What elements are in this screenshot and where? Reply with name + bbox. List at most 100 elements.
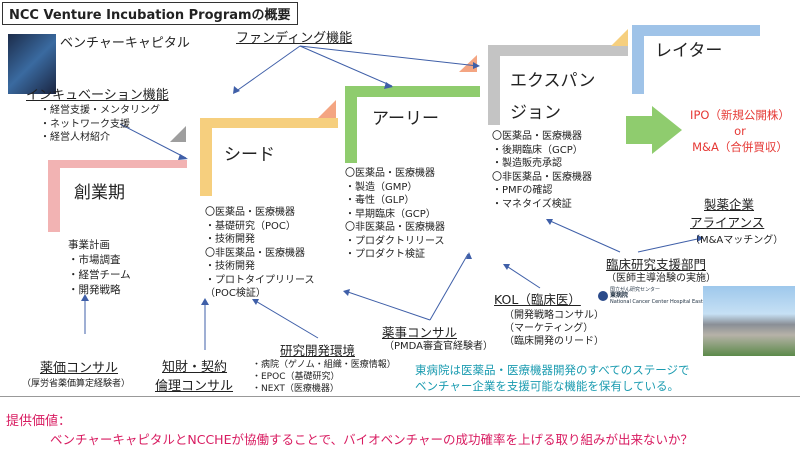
sogyo-step [48,160,187,232]
incubation-item: ・経営人材紹介 [40,132,110,143]
kol-sub: （開発戦略コンサル） [504,310,604,321]
expansion-step [488,45,628,125]
expansion-list: 〇医薬品・医療機器 ・後期臨床（GCP） ・製造販売承認 〇非医薬品・医療機器 … [492,130,592,211]
arrow-heads [81,62,704,305]
pmda-to-seed-arrow [344,290,431,321]
seed-item: ・技術開発 [205,261,255,272]
exit-arrow [626,106,682,154]
triangle-salmon-2 [459,55,477,72]
vc-label: ベンチャーキャピタル [60,36,190,51]
incubation-list: ・経営支援・メンタリング ・ネットワーク支援 ・経営人材紹介 [40,104,160,145]
provide-text: ベンチャーキャピタルとNCCHEが協働することで、バイオベンチャーの成功確率を上… [50,432,693,447]
research-env-item: ・NEXT（医療機器） [252,384,339,394]
stage-early: アーリー [372,109,439,129]
provide-band [0,396,800,451]
expansion-item: ・製造販売承認 [492,158,562,169]
pmda-to-early-arrow [429,253,469,321]
clinical-support-sub: （医師主導治験の実施） [606,273,716,284]
pharma-alliance-line2: アライアンス [690,215,765,230]
sogyo-item: ・経営チーム [68,269,131,281]
funding-label: ファンディング機能 [236,31,353,46]
seed-item: （POC検証） [205,288,266,299]
stage-sogyo: 創業期 [74,183,125,203]
expansion-item: ・後期臨床（GCP） [492,144,583,156]
sogyo-item: 事業計画 [68,239,110,251]
exit-or: or [734,124,746,138]
kol-sub: （マーケティング） [504,323,594,334]
early-item: ・製造（GMP） [345,181,418,193]
early-item: 〇非医薬品・医療機器 [345,222,445,233]
exit-block: IPO（新規公開株） or M&A（合併買収） [686,107,794,155]
stage-later: レイター [655,41,723,61]
stage-expansion-2: ジョン [510,103,561,123]
clinical-to-alliance-arrow [637,237,703,253]
clinical-to-expansion-arrow [547,219,621,253]
triangle-grey [170,126,186,142]
pmda-sub: （PMDA審査官経験者） [384,341,494,352]
funding-to-early-arrow [299,45,393,87]
incubation-label: インキュベーション機能 [26,88,169,103]
incubation-to-sogyo-arrow [119,123,187,159]
pharma-alliance-sub: （M&Aマッチング） [690,235,784,246]
exit-ma: M&A（合併買収） [692,140,788,154]
kol-arrow [504,264,541,289]
sogyo-list: 事業計画 ・市場調査 ・経営チーム ・開発戦略 [68,238,131,298]
research-env-list: ・病院（ゲノム・組織・医療情報） ・EPOC（基礎研究） ・NEXT（医療機器） [252,359,396,395]
hospital-logo-line: National Cancer Center Hospital East [610,299,703,305]
seed-list: 〇医薬品・医療機器 ・基礎研究（POC） ・技術開発 〇非医薬品・医療機器 ・技… [205,206,315,301]
sogyo-item: ・開発戦略 [68,284,121,296]
later-step [632,25,760,94]
seed-item: 〇医薬品・医療機器 [205,207,295,218]
expansion-item: ・PMFの確認 [492,185,553,196]
ip-ethics-line1: 知財・契約 [162,360,228,375]
pharma-alliance-line1: 製薬企業 [704,197,755,212]
funding-to-seed-arrow [234,45,301,93]
pmda-label: 薬事コンサル [382,325,458,340]
triangle-yellow [611,29,628,46]
note-line: ベンチャー企業を支援可能な機能を保有している。 [415,379,680,393]
hospital-logo-line: 国立がん研究センター [610,287,661,293]
sogyo-item: ・市場調査 [68,254,121,266]
page-title: NCC Venture Incubation Programの概要 [2,2,298,25]
hospital-image [703,286,795,356]
early-item: ・プロダクトリリース [345,235,445,247]
ncc-logo-icon [598,291,608,301]
research-env-item: ・病院（ゲノム・組織・医療情報） [252,360,396,370]
early-item: ・プロダクト検証 [345,249,425,260]
research-env-label: 研究開発環境 [280,343,356,358]
provide-title: 提供価値： [6,414,72,429]
research-env-arrow [253,299,319,339]
kol-sub: （臨床開発のリード） [504,336,604,347]
expansion-item: ・マネタイズ検証 [492,198,572,210]
clinical-support-label: 臨床研究支援部門 [606,257,707,272]
hospital-logo-line: 東病院 [610,292,629,299]
connector-lines [84,45,703,350]
early-list: 〇医薬品・医療機器 ・製造（GMP） ・毒性（GLP） ・早期臨床（GCP） 〇… [345,167,445,262]
vc-image [8,34,56,94]
kol-label: KOL（臨床医） [494,292,581,307]
price-label: 薬価コンサル [40,361,119,376]
exit-ipo: IPO（新規公開株） [690,108,790,122]
early-item: 〇医薬品・医療機器 [345,168,435,179]
kol-subs: （開発戦略コンサル） （マーケティング） （臨床開発のリード） [504,309,604,348]
expansion-item: 〇非医薬品・医療機器 [492,171,592,183]
early-item: ・毒性（GLP） [345,195,415,206]
seed-item: ・基礎研究（POC） [205,220,296,232]
price-sub: （厚労省薬価算定経験者） [22,379,131,389]
seed-item: ・プロトタイプリリース [205,274,315,286]
seed-item: ・技術開発 [205,234,255,245]
stage-seed: シード [224,145,275,165]
funding-to-expansion-arrow [299,45,479,67]
triangle-salmon [318,100,336,118]
note-line: 東病院は医薬品・医療機器開発のすべてのステージで [415,363,690,377]
expansion-item: 〇医薬品・医療機器 [492,131,582,142]
seed-item: 〇非医薬品・医療機器 [205,247,305,259]
ip-ethics-line2: 倫理コンサル [155,379,234,394]
stage-expansion-1: エクスパン [510,71,596,91]
early-step [345,86,480,163]
incubation-item: ・経営支援・メンタリング [40,105,160,116]
hospital-logo: 国立がん研究センター 東病院 National Cancer Center Ho… [598,287,703,305]
hospital-note: 東病院は医薬品・医療機器開発のすべてのステージで ベンチャー企業を支援可能な機能… [415,362,690,394]
early-item: ・早期臨床（GCP） [345,208,436,220]
